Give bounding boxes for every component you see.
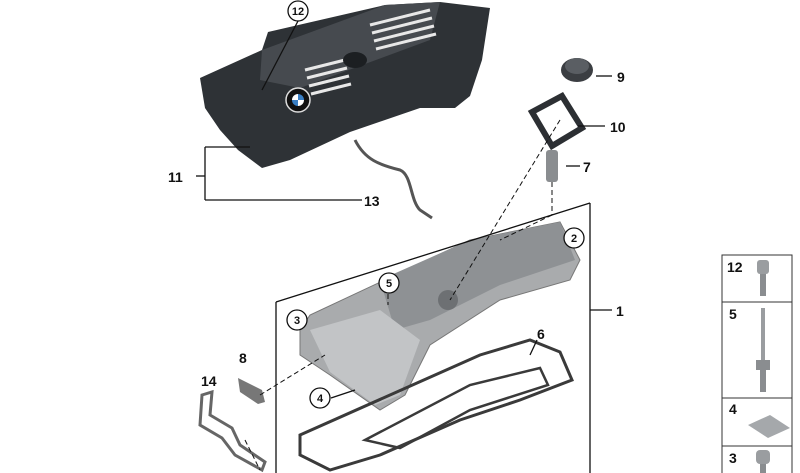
callout-4[interactable]: 4 xyxy=(309,387,331,409)
callout-14[interactable]: 14 xyxy=(201,373,217,389)
bmw-logo xyxy=(285,87,311,113)
callout-3[interactable]: 3 xyxy=(286,309,308,331)
guide-pipe[interactable] xyxy=(546,150,558,182)
fastener-table: 12 5 4 3 xyxy=(721,254,793,473)
callout-10[interactable]: 10 xyxy=(610,119,626,135)
svg-text:12: 12 xyxy=(727,259,743,275)
svg-text:4: 4 xyxy=(317,393,324,405)
svg-text:2: 2 xyxy=(571,233,577,245)
callout-5[interactable]: 5 xyxy=(378,272,400,294)
svg-text:12: 12 xyxy=(292,6,304,18)
callout-12[interactable]: 12 xyxy=(287,0,309,22)
callout-13[interactable]: 13 xyxy=(364,193,380,209)
callout-7[interactable]: 7 xyxy=(583,159,591,175)
svg-text:3: 3 xyxy=(294,315,300,327)
oil-filler-cap[interactable] xyxy=(561,58,593,82)
bracket-14[interactable] xyxy=(198,389,267,473)
callout-6[interactable]: 6 xyxy=(537,326,545,342)
fastener-row-12[interactable]: 12 xyxy=(727,259,769,296)
svg-text:5: 5 xyxy=(729,306,737,322)
filler-seal[interactable] xyxy=(527,92,587,151)
fastener-row-4[interactable]: 4 xyxy=(729,401,790,438)
svg-text:3: 3 xyxy=(729,450,737,466)
fastener-row-3[interactable]: 3 xyxy=(729,450,770,473)
valve-cover[interactable] xyxy=(299,221,581,411)
bracket-8[interactable] xyxy=(238,378,265,404)
gasket[interactable] xyxy=(298,338,574,472)
callout-2[interactable]: 2 xyxy=(563,227,585,249)
callout-11[interactable]: 11 xyxy=(168,169,183,185)
svg-text:5: 5 xyxy=(386,278,392,290)
callout-9[interactable]: 9 xyxy=(617,69,625,85)
fastener-row-5[interactable]: 5 xyxy=(729,306,770,392)
svg-text:4: 4 xyxy=(729,401,737,417)
vent-hose[interactable] xyxy=(353,139,433,220)
callout-1[interactable]: 1 xyxy=(616,303,624,319)
engine-cover[interactable] xyxy=(200,2,490,168)
callout-8[interactable]: 8 xyxy=(239,350,247,366)
